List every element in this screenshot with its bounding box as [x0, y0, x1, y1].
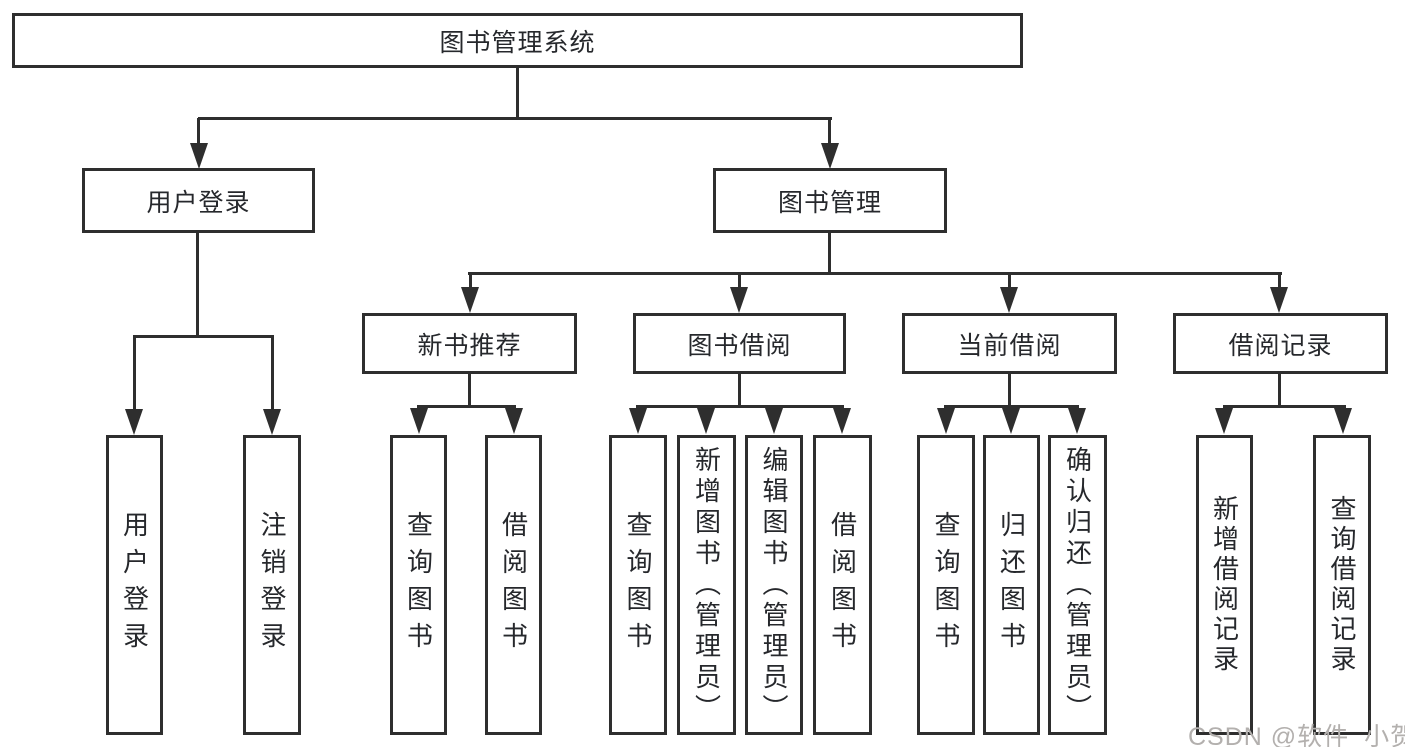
connector-current-borrow-stem: [1008, 374, 1011, 405]
arrow-to-leaf-add-books: [697, 408, 715, 434]
leaf-borrow-books-recommend: 借阅图书: [485, 435, 542, 735]
leaf-add-books-admin: 新增图书（管理员）: [677, 435, 736, 735]
leaf-edit-books-admin: 编辑图书（管理员）: [745, 435, 803, 735]
connector-new-book-stem: [468, 374, 471, 405]
connector-current-borrow-drop: [1008, 275, 1011, 289]
node-current-borrowing: 当前借阅: [902, 313, 1117, 374]
connector-book-mgmt-drop: [828, 118, 831, 145]
connector-book-borrow-rail: [636, 405, 844, 408]
arrow-to-new-book-recommendation: [461, 287, 479, 313]
connector-borrow-record-rail: [1223, 405, 1346, 408]
node-label: 图书管理: [777, 188, 882, 217]
arrow-to-leaf-user-login: [125, 409, 143, 435]
leaf-label: 编辑图书（管理员）: [759, 445, 789, 725]
arrow-to-book-mgmt: [821, 143, 839, 169]
connector-leaf-login-drop: [133, 338, 136, 410]
connector-book-borrow-stem: [738, 374, 741, 405]
connector-user-login-drop: [197, 118, 200, 145]
leaf-confirm-return-admin: 确认归还（管理员）: [1048, 435, 1107, 735]
leaf-label: 查询图书: [931, 511, 961, 659]
connector-user-login-rail: [133, 335, 274, 338]
connector-leaf-logout-drop: [271, 338, 274, 410]
node-label: 图书借阅: [687, 331, 792, 360]
connector-book-borrow-drop: [738, 275, 741, 289]
leaf-user-login: 用户登录: [106, 435, 163, 735]
arrow-to-leaf-query-books-current: [937, 408, 955, 434]
node-book-borrowing: 图书借阅: [633, 313, 846, 374]
node-library-management-system: 图书管理系统: [12, 13, 1023, 68]
leaf-label: 用户登录: [119, 511, 150, 659]
arrow-to-leaf-query-books-borrow: [629, 408, 647, 434]
node-label: 图书管理系统: [439, 28, 596, 57]
leaf-label: 新增图书（管理员）: [691, 445, 722, 725]
leaf-query-books-borrow: 查询图书: [609, 435, 667, 735]
leaf-borrow-books: 借阅图书: [813, 435, 872, 735]
leaf-label: 借阅图书: [827, 511, 858, 659]
connector-new-book-rail: [417, 405, 516, 408]
leaf-query-borrow-record: 查询借阅记录: [1313, 435, 1371, 735]
node-user-login: 用户登录: [82, 168, 315, 233]
leaf-label: 借阅图书: [498, 511, 529, 659]
arrow-to-borrowing-records: [1270, 287, 1288, 313]
connector-new-book-drop: [469, 275, 472, 289]
leaf-label: 注销登录: [257, 511, 287, 659]
connector-user-login-stem: [196, 233, 199, 335]
arrow-to-current-borrowing: [1000, 287, 1018, 313]
leaf-label: 新增借阅记录: [1209, 495, 1240, 675]
arrow-to-leaf-confirm-return: [1068, 408, 1086, 434]
csdn-watermark: CSDN @软件_小贺同学: [1188, 723, 1405, 747]
arrow-to-leaf-query-borrow-record: [1334, 408, 1352, 434]
node-book-management: 图书管理: [713, 168, 947, 233]
node-borrowing-records: 借阅记录: [1173, 313, 1388, 374]
connector-book-mgmt-stem: [828, 233, 831, 275]
leaf-label: 查询图书: [403, 511, 434, 659]
arrow-to-leaf-add-borrow-record: [1215, 408, 1233, 434]
leaf-label: 查询图书: [623, 511, 653, 659]
arrow-to-leaf-return-books: [1002, 408, 1020, 434]
connector-borrow-record-drop: [1278, 275, 1281, 289]
arrow-to-book-borrowing: [730, 287, 748, 313]
leaf-query-books-current: 查询图书: [917, 435, 975, 735]
leaf-return-books: 归还图书: [983, 435, 1040, 735]
node-label: 新书推荐: [417, 331, 522, 360]
leaf-logout: 注销登录: [243, 435, 301, 735]
arrow-to-leaf-query-books-recommend: [410, 408, 428, 434]
node-new-book-recommendation: 新书推荐: [362, 313, 577, 374]
leaf-label: 确认归还（管理员）: [1062, 445, 1093, 725]
connector-level3-rail: [468, 272, 1282, 275]
node-label: 借阅记录: [1228, 331, 1333, 360]
connector-level2-rail: [198, 117, 832, 120]
arrow-to-leaf-logout: [263, 409, 281, 435]
connector-current-borrow-rail: [944, 405, 1079, 408]
arrow-to-leaf-borrow-books: [833, 408, 851, 434]
leaf-label: 查询借阅记录: [1327, 495, 1357, 675]
arrow-to-user-login: [190, 143, 208, 169]
node-label: 用户登录: [146, 188, 251, 217]
arrow-to-leaf-borrow-books-recommend: [505, 408, 523, 434]
arrow-to-leaf-edit-books: [765, 408, 783, 434]
leaf-query-books-recommend: 查询图书: [390, 435, 447, 735]
node-label: 当前借阅: [957, 331, 1062, 360]
connector-borrow-record-stem: [1278, 374, 1281, 407]
leaf-label: 归还图书: [996, 511, 1027, 659]
connector-root-stem: [516, 67, 519, 120]
leaf-add-borrow-record: 新增借阅记录: [1196, 435, 1253, 735]
